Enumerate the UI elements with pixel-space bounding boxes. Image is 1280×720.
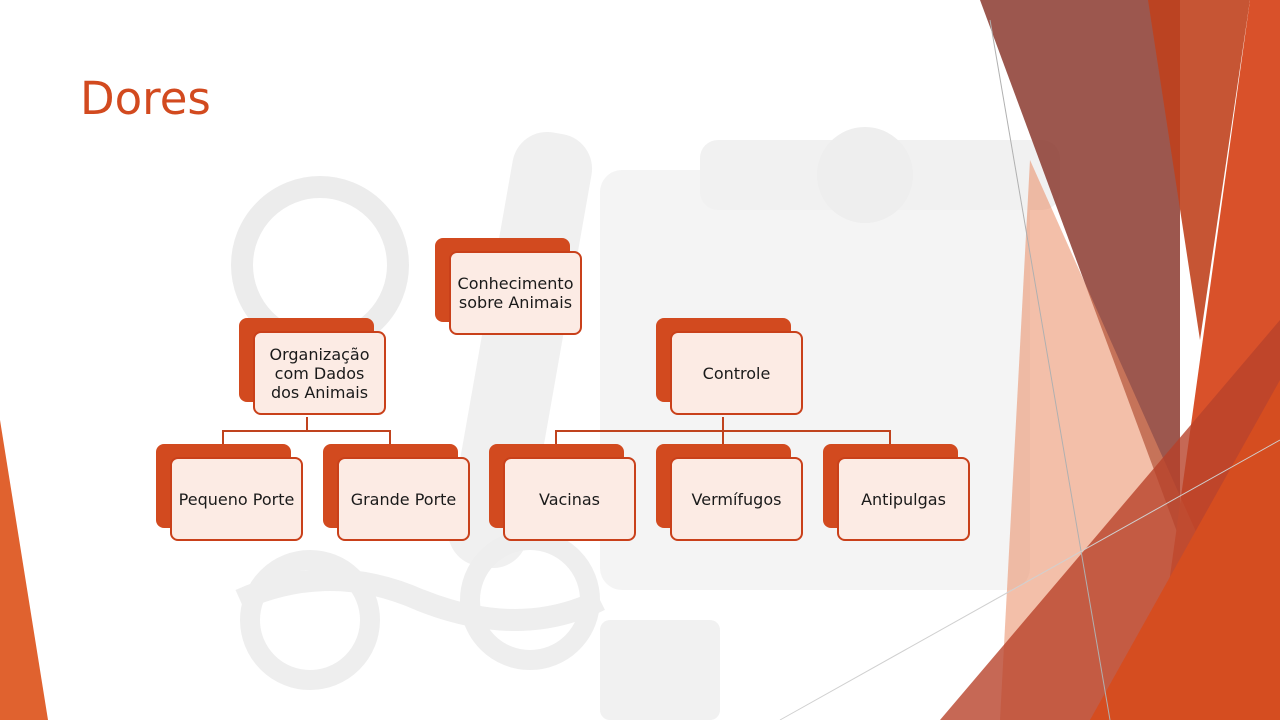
slide-title: Dores xyxy=(80,72,211,125)
connector-organizacao-children xyxy=(222,417,391,445)
node-label: Pequeno Porte xyxy=(170,457,303,541)
node-label: Grande Porte xyxy=(337,457,470,541)
node-label: Controle xyxy=(670,331,803,415)
node-label: Vacinas xyxy=(503,457,636,541)
node-label: Conhecimento sobre Animais xyxy=(449,251,582,335)
node-label: Vermífugos xyxy=(670,457,803,541)
right-accent-shapes xyxy=(779,0,1280,720)
node-label: Organização com Dados dos Animais xyxy=(253,331,386,415)
node-label: Antipulgas xyxy=(837,457,970,541)
connector-controle-children xyxy=(555,417,891,445)
left-accent-shape xyxy=(0,420,48,720)
